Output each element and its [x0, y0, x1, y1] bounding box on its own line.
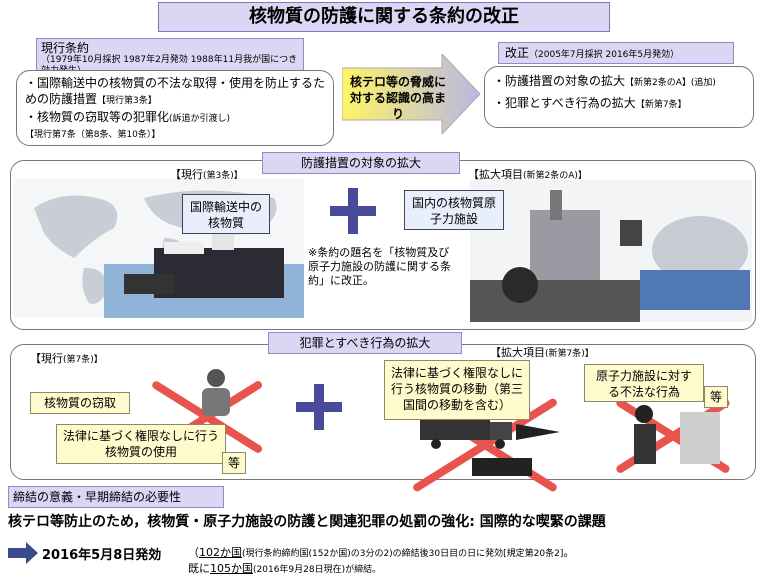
expanded-label-2-text: 【拡大項目 [490, 346, 545, 359]
plus-icon-2-vertical [314, 384, 324, 430]
effective-date: 2016年5月8日発効 [42, 548, 162, 563]
current-label-2-text: 【現行 [30, 352, 63, 365]
revision-label: 改正 [505, 46, 530, 60]
revision-line1: ・防護措置の対象の拡大 [493, 74, 626, 88]
expanded-label-2: 【拡大項目(新第7条)】 [490, 344, 594, 360]
box-theft: 核物質の窃取 [30, 392, 130, 414]
plus-icon-1-vertical [348, 188, 358, 234]
revision-line1-note: 【新第2条のA】(追加) [625, 78, 716, 88]
box-use: 法律に基づく権限なしに行う核物質の使用 [56, 424, 226, 464]
ratified-count: 102か国 [199, 546, 242, 559]
box-domestic-facility: 国内の核物質原子力施設 [404, 190, 504, 230]
revision-box: ・防護措置の対象の拡大【新第2条のA】(追加) ・犯罪とすべき行為の拡大【新第7… [484, 66, 754, 128]
significance-label: 締結の意義・早期締結の必要性 [8, 486, 224, 508]
ratified-close: 。 [563, 546, 575, 559]
significance-statement: 核テロ等防止のため，核物質・原子力施設の防護と関連犯罪の処罰の強化: 国際的な喫… [8, 514, 606, 530]
page-title: 核物質の防護に関する条約の改正 [158, 2, 610, 32]
box-international-transport: 国際輸送中の核物質 [182, 194, 270, 234]
arrow-shape [341, 52, 481, 136]
expanded-label-1-text: 【拡大項目 [468, 168, 523, 181]
ship-image [154, 248, 284, 298]
ratified-rest: (現行条約締約国(152か国)の3分の2)の締結後30日目の日に発効 [242, 549, 504, 559]
current-label-1-text: 【現行 [170, 168, 203, 181]
current-line2: ・核物質の窃取等の犯罪化 [25, 110, 170, 124]
revision-dates: （2005年7月採択 2016年5月発効） [529, 50, 680, 60]
etc-badge-1: 等 [222, 452, 246, 474]
revision-line2: ・犯罪とすべき行為の拡大 [493, 96, 636, 110]
already-count: 105か国 [210, 562, 253, 575]
current-line1-note: 【現行第3条】 [97, 96, 157, 106]
expanded-label-1-note: (新第2条のA)】 [523, 171, 587, 181]
ratified-open: （ [188, 546, 199, 559]
arrow-bullet-icon [8, 542, 38, 564]
facility-attacker-icon [634, 405, 720, 464]
thief-icon [202, 369, 230, 416]
nuclear-facility-illustration [470, 180, 752, 322]
ratification-line: （102か国(現行条約締約国(152か国)の3分の2)の締結後30日目の日に発効… [188, 546, 764, 561]
already-rest: (2016年9月28日現在)が締結。 [253, 565, 382, 575]
current-label-1-note: (第3条)】 [203, 171, 243, 181]
etc-badge-2: 等 [704, 386, 728, 408]
section-protection-label: 防護措置の対象の拡大 [262, 152, 460, 174]
thief-figure [196, 368, 236, 418]
ratified-note: [規定第20条2] [503, 549, 564, 559]
current-treaty-label: 現行条約 [41, 41, 90, 55]
box-movement: 法律に基づく権限なしに行う核物質の移動（第三国間の移動を含む） [384, 360, 530, 420]
revision-header: 改正（2005年7月採択 2016年5月発効） [498, 42, 734, 64]
current-label-1: 【現行(第3条)】 [170, 166, 243, 182]
current-label-2-note: (第7条)】 [63, 355, 103, 365]
expanded-label-1: 【拡大項目(新第2条のA)】 [468, 166, 587, 182]
current-line1: ・国際輸送中の核物質の不法な取得・使用を防止するための防護措置 [25, 76, 326, 106]
title-change-note: ※条約の題名を「核物質及び原子力施設の防護に関する条約」に改正。 [308, 246, 451, 287]
facility-image [470, 180, 752, 322]
arrow-right-icon [8, 542, 38, 564]
expanded-label-2-note: (新第7条)】 [545, 349, 594, 359]
current-label-2: 【現行(第7条)】 [30, 350, 103, 366]
revision-line2-note: 【新第7条】 [635, 100, 687, 110]
current-treaty-header: 現行条約 （1979年10月採択 1987年2月発効 1988年11月我が国につ… [36, 38, 304, 76]
already-prefix: 既に [188, 562, 210, 575]
current-line3: 【現行第7条（第8条、第10条）】 [25, 130, 161, 140]
awareness-arrow: 核テロ等の脅威に対する認識の高まり [341, 52, 481, 136]
current-line2-note: (訴追か引渡し) [169, 114, 231, 124]
current-treaty-box: ・国際輸送中の核物質の不法な取得・使用を防止するための防護措置【現行第3条】 ・… [16, 70, 334, 146]
already-line: 既に105か国(2016年9月28日現在)が締結。 [188, 562, 381, 577]
box-facility-act: 原子力施設に対する不法な行為 [584, 364, 704, 402]
section-crimes-label: 犯罪とすべき行為の拡大 [268, 332, 462, 354]
awareness-text: 核テロ等の脅威に対する認識の高まり [349, 75, 446, 121]
attacker-image [620, 400, 730, 476]
